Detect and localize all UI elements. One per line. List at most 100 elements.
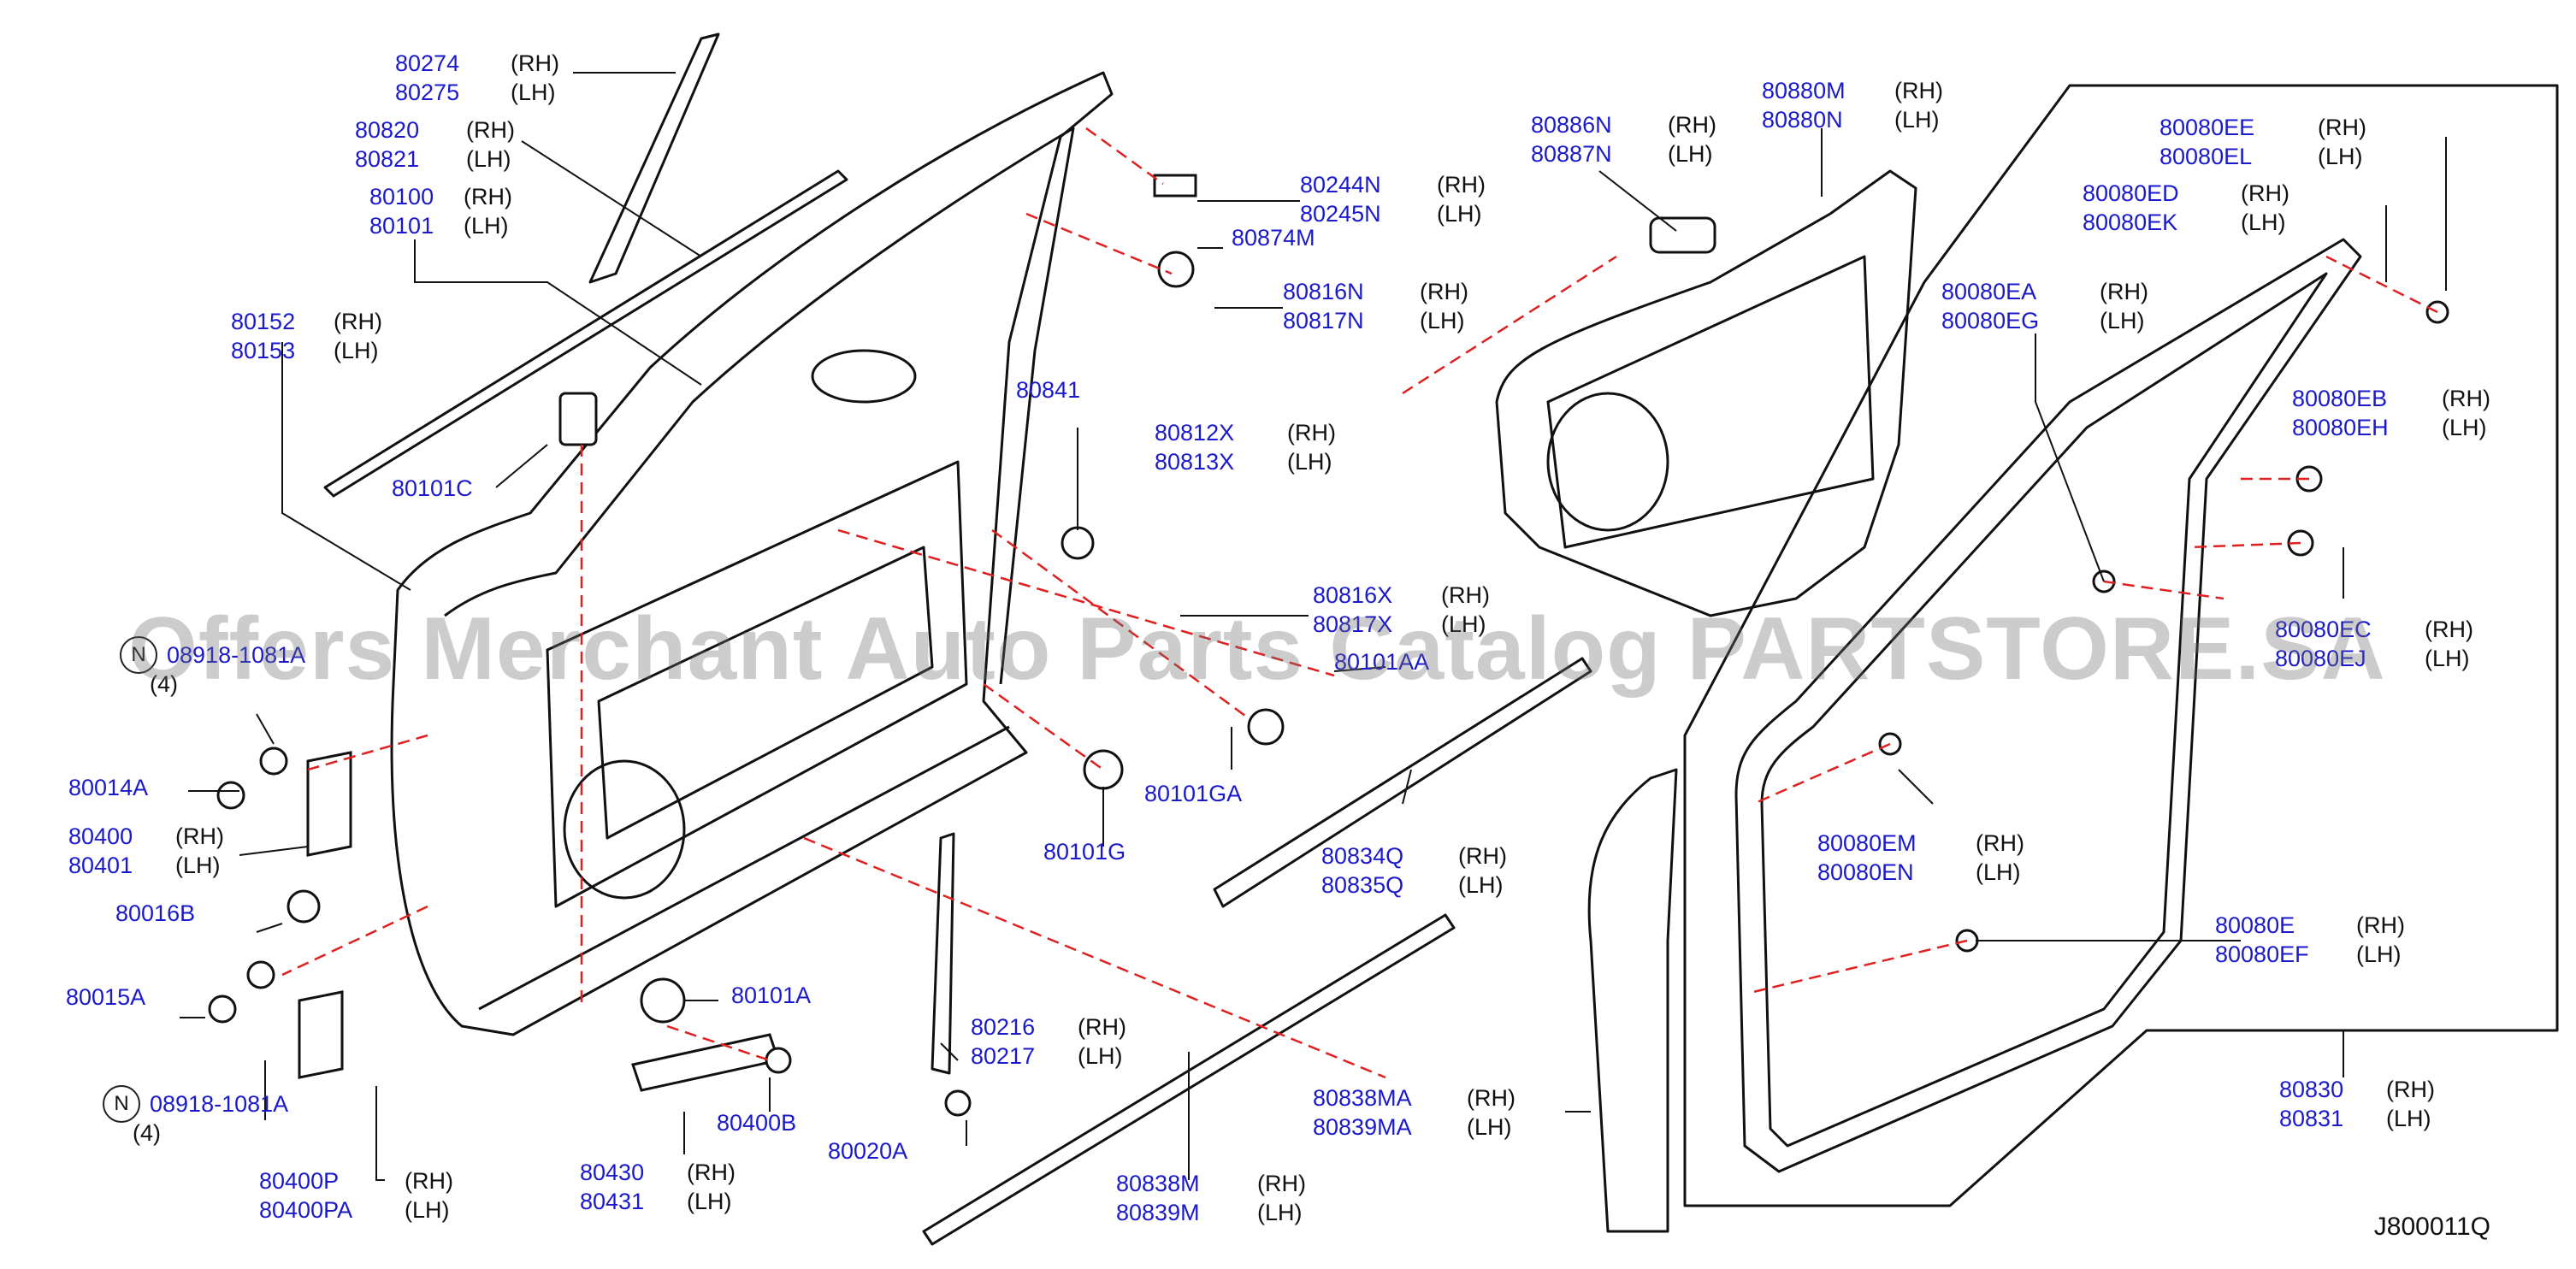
part-number-80275[interactable]: 80275: [395, 80, 460, 105]
side-label: (RH): [2442, 386, 2490, 411]
part-number-80244n[interactable]: 80244N: [1300, 172, 1381, 198]
part-number-80431[interactable]: 80431: [580, 1189, 645, 1214]
side-label: (RH): [2356, 912, 2405, 938]
part-number-80887n[interactable]: 80887N: [1531, 141, 1612, 167]
part-number-80216[interactable]: 80216: [971, 1014, 1036, 1040]
part-number-80080eh[interactable]: 80080EH: [2292, 415, 2389, 440]
part-number-80830[interactable]: 80830: [2279, 1077, 2344, 1102]
quantity-note: (4): [133, 1120, 161, 1146]
plug-80101g: [1083, 749, 1124, 790]
part-number-80080ed[interactable]: 80080ED: [2083, 180, 2179, 206]
part-number-80101ga[interactable]: 80101GA: [1144, 781, 1243, 806]
side-label: (LH): [334, 338, 379, 363]
part-number-80274[interactable]: 80274: [395, 50, 460, 76]
part-number-80080ea[interactable]: 80080EA: [1941, 279, 2037, 304]
quantity-note: (4): [150, 671, 178, 697]
part-number-80080e[interactable]: 80080E: [2215, 912, 2295, 938]
part-number-80101a[interactable]: 80101A: [731, 983, 812, 1008]
part-number-80817n[interactable]: 80817N: [1283, 308, 1364, 333]
side-label: (RH): [2318, 115, 2366, 140]
part-number-80831[interactable]: 80831: [2279, 1106, 2344, 1131]
part-number-80015a[interactable]: 80015A: [66, 984, 146, 1010]
part-number-80401[interactable]: 80401: [68, 853, 133, 878]
side-label: (LH): [2442, 415, 2487, 440]
side-label: (LH): [1078, 1043, 1123, 1069]
part-number-80080eg[interactable]: 80080EG: [1941, 308, 2040, 333]
sash-seal-80834: [1213, 657, 1592, 908]
side-label: (RH): [464, 184, 512, 210]
part-number-80880m[interactable]: 80880M: [1762, 78, 1846, 103]
part-number-80016b[interactable]: 80016B: [115, 900, 196, 926]
part-number-80400p[interactable]: 80400P: [259, 1168, 340, 1194]
part-number-80080eb[interactable]: 80080EB: [2292, 386, 2388, 411]
part-number-80245n[interactable]: 80245N: [1300, 201, 1381, 227]
part-number-80880n[interactable]: 80880N: [1762, 107, 1843, 133]
part-number-80838ma[interactable]: 80838MA: [1313, 1085, 1412, 1111]
part-number-80834q[interactable]: 80834Q: [1321, 843, 1404, 869]
side-label: (RH): [1441, 582, 1490, 608]
part-number-80080ef[interactable]: 80080EF: [2215, 941, 2309, 967]
side-label: (LH): [1257, 1200, 1303, 1225]
part-number-80812x[interactable]: 80812X: [1155, 420, 1235, 446]
figure-code: J800011Q: [2373, 1213, 2490, 1241]
part-number-80080ej[interactable]: 80080EJ: [2275, 646, 2366, 671]
side-label: (LH): [2318, 144, 2363, 169]
part-number-80400b[interactable]: 80400B: [717, 1110, 797, 1136]
part-number-80100[interactable]: 80100: [369, 184, 434, 210]
nut-symbol-icon: N: [103, 1085, 140, 1123]
watermark: Offers Merchant Auto Parts Catalog PARTS…: [128, 599, 2386, 699]
plug-80101a: [640, 977, 686, 1024]
part-number-80101c[interactable]: 80101C: [392, 475, 473, 501]
part-number-80101[interactable]: 80101: [369, 213, 434, 239]
part-number-80080en[interactable]: 80080EN: [1817, 859, 1914, 885]
side-label: (LH): [1420, 308, 1465, 333]
part-number-80014a[interactable]: 80014A: [68, 775, 149, 800]
part-number-80886n[interactable]: 80886N: [1531, 112, 1612, 138]
part-number-08918-1081a[interactable]: 08918-1081A: [150, 1091, 289, 1117]
part-number-80816n[interactable]: 80816N: [1283, 279, 1364, 304]
part-number-80839m[interactable]: 80839M: [1116, 1200, 1200, 1225]
part-number-80839ma[interactable]: 80839MA: [1313, 1114, 1412, 1140]
part-number-08918-1081a[interactable]: 08918-1081A: [167, 642, 306, 668]
part-number-80820[interactable]: 80820: [355, 117, 420, 143]
part-number-80821[interactable]: 80821: [355, 146, 420, 172]
part-number-80430[interactable]: 80430: [580, 1160, 645, 1185]
side-label: (LH): [466, 146, 511, 172]
part-number-80152[interactable]: 80152: [231, 309, 296, 334]
part-number-80813x[interactable]: 80813X: [1155, 449, 1235, 475]
side-label: (LH): [1458, 872, 1504, 898]
part-number-80080ec[interactable]: 80080EC: [2275, 617, 2372, 642]
clip-80886n: [1649, 216, 1716, 254]
side-label: (LH): [175, 853, 221, 878]
hinge-lower: [298, 990, 344, 1079]
part-number-80101g[interactable]: 80101G: [1043, 839, 1126, 865]
speaker-hole: [563, 759, 686, 900]
part-number-80838m[interactable]: 80838M: [1116, 1171, 1200, 1196]
edge-seal-80838MA: [1587, 768, 1678, 1233]
side-label: (RH): [1976, 830, 2024, 856]
part-number-80400[interactable]: 80400: [68, 823, 133, 849]
side-label: (LH): [2241, 210, 2286, 235]
side-label: (RH): [2425, 617, 2473, 642]
part-number-80400pa[interactable]: 80400PA: [259, 1197, 353, 1223]
side-label: (LH): [1287, 449, 1332, 475]
nut-symbol-icon: N: [120, 636, 157, 674]
part-number-80816x[interactable]: 80816X: [1313, 582, 1393, 608]
side-label: (LH): [1668, 141, 1713, 167]
part-number-80874m[interactable]: 80874M: [1232, 225, 1315, 251]
door-check-80430: [631, 1033, 780, 1092]
part-number-80020a[interactable]: 80020A: [828, 1138, 908, 1164]
side-label: (LH): [1976, 859, 2021, 885]
part-number-80080em[interactable]: 80080EM: [1817, 830, 1917, 856]
side-label: (RH): [687, 1160, 736, 1185]
part-number-80153[interactable]: 80153: [231, 338, 296, 363]
part-number-80080el[interactable]: 80080EL: [2159, 144, 2253, 169]
part-number-80080ek[interactable]: 80080EK: [2083, 210, 2178, 235]
part-number-80217[interactable]: 80217: [971, 1043, 1036, 1069]
part-number-80080ee[interactable]: 80080EE: [2159, 115, 2255, 140]
part-number-80101aa[interactable]: 80101AA: [1334, 649, 1430, 675]
part-number-80817x[interactable]: 80817X: [1313, 611, 1393, 637]
plug-80101ga: [1247, 708, 1285, 746]
part-number-80835q[interactable]: 80835Q: [1321, 872, 1404, 898]
part-number-80841[interactable]: 80841: [1016, 377, 1081, 403]
